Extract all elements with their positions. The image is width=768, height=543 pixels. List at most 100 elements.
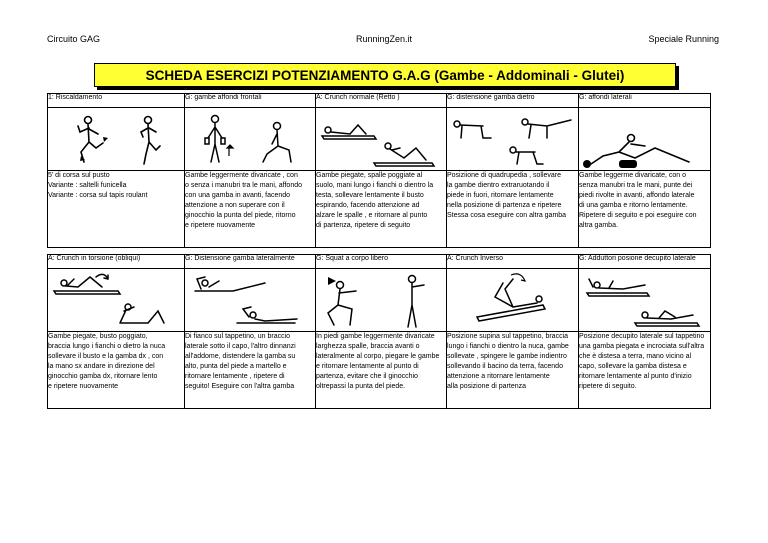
- desc-line: 5' di corsa sul pusto: [48, 172, 110, 179]
- desc-line: ginocchio la punta del piede, ritorno: [185, 212, 296, 219]
- desc-line: attenzione a non superare con il: [185, 202, 285, 209]
- warmup-figure-icon: [77, 115, 161, 165]
- desc-line: Variante : corsa sul tapis roulant: [48, 192, 148, 199]
- image-warmup: [47, 107, 185, 171]
- desc-line: testa, sollevare lentamente il busto: [316, 192, 424, 199]
- desc-line: senza manubri tra le mani, punte dei: [579, 182, 693, 189]
- desc-line: larghezza spalle, braccia avanti o: [316, 343, 420, 350]
- row1-labels: 1: Riscaldamento G: gambe affondi fronta…: [47, 93, 711, 108]
- desc-line: Stessa cosa eseguire con altra gamba: [447, 212, 567, 219]
- desc-line: Gambe piegate, spalle poggiate al: [316, 172, 423, 179]
- label-warmup: 1: Riscaldamento: [47, 93, 185, 108]
- desc-crunch: Gambe piegate, spalle poggiate al suolo,…: [315, 170, 447, 248]
- desc-line: con una gamba in avanti, facendo: [185, 192, 291, 199]
- side-lunge-figure-icon: [583, 133, 690, 168]
- header-left: Circuito GAG: [47, 34, 101, 44]
- gap-cell: [47, 247, 185, 255]
- image-reverse-crunch: [446, 268, 579, 332]
- desc-line: Ripetere di seguito e poi eseguire con: [579, 212, 697, 219]
- desc-line: Di fianco sul tappetino, un braccio: [185, 333, 291, 340]
- desc-front-lunges: Gambe leggermente divaricate , con o sen…: [184, 170, 316, 248]
- desc-line: laterale sotto il capo, l'altro dinnanzi: [185, 343, 296, 350]
- lunge-figure-icon: [204, 114, 292, 163]
- desc-line: alla posizione di partenza: [447, 383, 527, 390]
- header-right: Speciale Running: [648, 34, 719, 44]
- desc-line: alto, punta del piede a martello e: [185, 363, 287, 370]
- gap-cell: [184, 247, 316, 255]
- image-leg-extension-back: [446, 107, 579, 171]
- desc-line: che è distesa a terra, mano vicino al: [579, 353, 692, 360]
- image-oblique-crunch: [47, 268, 185, 332]
- label-squat: G: Squat a corpo libero: [315, 254, 447, 269]
- label-leg-extension-back: G: distensione gamba dietro: [446, 93, 579, 108]
- desc-line: lungo i fianchi o dientro la nuca, gambe: [447, 343, 569, 350]
- desc-line: In piedi gambe leggermente divaricate: [316, 333, 435, 340]
- oblique-crunch-figure-icon: [52, 273, 165, 324]
- row2-descriptions: Gambe piegate, busto poggiato, braccia l…: [47, 331, 711, 409]
- desc-line: una gamba piegata e incrociata sull'altr…: [579, 343, 705, 350]
- desc-line: ripetere di seguito.: [579, 383, 637, 390]
- label-front-lunges: G: gambe affondi frontali: [184, 93, 316, 108]
- desc-line: la gambe dientro extraruotando il: [447, 182, 550, 189]
- page-title-box: SCHEDA ESERCIZI POTENZIAMENTO G.A.G (Gam…: [94, 63, 676, 87]
- adductor-figure-icon: [585, 278, 701, 327]
- desc-adductors: Posizione decupito laterale sul tappetin…: [578, 331, 711, 409]
- image-adductors: [578, 268, 711, 332]
- desc-line: espirando, facendo attenzione ad: [316, 202, 420, 209]
- desc-leg-extension-back: Posiziione di quadrupedia , sollevare la…: [446, 170, 579, 248]
- desc-line: e ritornare lentamente al punto di: [316, 363, 419, 370]
- desc-line: Posizione decupito laterale sul tappetin…: [579, 333, 705, 340]
- side-leg-raise-figure-icon: [194, 276, 298, 324]
- desc-line: Gambe leggerme divaricate, con o: [579, 172, 687, 179]
- desc-line: Posiziione di quadrupedia , sollevare: [447, 172, 562, 179]
- gap-cell: [315, 247, 447, 255]
- desc-line: Gambe piegate, busto poggiato,: [48, 333, 148, 340]
- desc-line: ginocchio gamba dx, ritornare lento: [48, 373, 158, 380]
- page-title: SCHEDA ESERCIZI POTENZIAMENTO G.A.G (Gam…: [145, 67, 625, 83]
- desc-line: e ripetere nuovamente: [185, 222, 256, 229]
- exercise-grid: 1: Riscaldamento G: gambe affondi fronta…: [47, 93, 711, 409]
- label-reverse-crunch: A: Crunch Inverso: [446, 254, 579, 269]
- desc-line: ritornare lentamente al punto d'inizio: [579, 373, 692, 380]
- desc-line: Gambe leggermente divaricate , con: [185, 172, 298, 179]
- desc-line: Variante : saltelli funicella: [48, 182, 127, 189]
- desc-line: nella posizione di partenza e ripetere: [447, 202, 562, 209]
- image-side-lunges: [578, 107, 711, 171]
- desc-line: la mano sx andare in direzione del: [48, 363, 155, 370]
- squat-figure-icon: [327, 274, 425, 328]
- label-adductors: G: Adduttori posione decupito laterale: [578, 254, 711, 269]
- row2-labels: A: Crunch in torsione (obliqui) G: Diste…: [47, 254, 711, 269]
- row-gap: [47, 247, 711, 255]
- desc-squat: In piedi gambe leggermente divaricate la…: [315, 331, 447, 409]
- desc-warmup: 5' di corsa sul pusto Variante : saltell…: [47, 170, 185, 248]
- desc-reverse-crunch: Posizione supina sul tappetino, braccia …: [446, 331, 579, 409]
- desc-line: braccia lungo i fianchi o dietro la nuca: [48, 343, 166, 350]
- desc-line: all'addome, distendere la gamba su: [185, 353, 296, 360]
- desc-side-lunges: Gambe leggerme divaricate, con o senza m…: [578, 170, 711, 248]
- row1-descriptions: 5' di corsa sul pusto Variante : saltell…: [47, 170, 711, 248]
- desc-line: altra gamba.: [579, 222, 618, 229]
- gap-cell: [578, 247, 711, 255]
- label-oblique-crunch: A: Crunch in torsione (obliqui): [47, 254, 185, 269]
- crunch-figure-icon: [320, 123, 436, 167]
- quadruped-figure-icon: [453, 118, 572, 165]
- desc-line: sollevando il bacino da terra, facendo: [447, 363, 563, 370]
- desc-line: di una gamba e ritorno lentamente.: [579, 202, 688, 209]
- label-side-lunges: G: affondi laterali: [578, 93, 711, 108]
- desc-oblique-crunch: Gambe piegate, busto poggiato, braccia l…: [47, 331, 185, 409]
- label-leg-extension-side: G: Distensione gamba lateralmente: [184, 254, 316, 269]
- desc-leg-extension-side: Di fianco sul tappetino, un braccio late…: [184, 331, 316, 409]
- desc-line: ritornare lentamente , ripetere di: [185, 373, 285, 380]
- gap-cell: [446, 247, 579, 255]
- desc-line: capo, sollevare la gamba distesa e: [579, 363, 687, 370]
- desc-line: suolo, mani lungo i fianchi o dientro la: [316, 182, 434, 189]
- desc-line: oltrepassi la punta del piede.: [316, 383, 406, 390]
- label-crunch: A: Crunch normale (Retto ): [315, 93, 447, 108]
- desc-line: attenzione a ritornare lentamente: [447, 373, 550, 380]
- image-leg-extension-side: [184, 268, 316, 332]
- desc-line: partenza, evitare che il ginocchio: [316, 373, 418, 380]
- desc-line: di partenza, ripetere di seguito: [316, 222, 411, 229]
- desc-line: alzare le spalle , e ritornare al punto: [316, 212, 428, 219]
- desc-line: seguito! Eseguire con l'altra gamba: [185, 383, 295, 390]
- image-crunch: [315, 107, 447, 171]
